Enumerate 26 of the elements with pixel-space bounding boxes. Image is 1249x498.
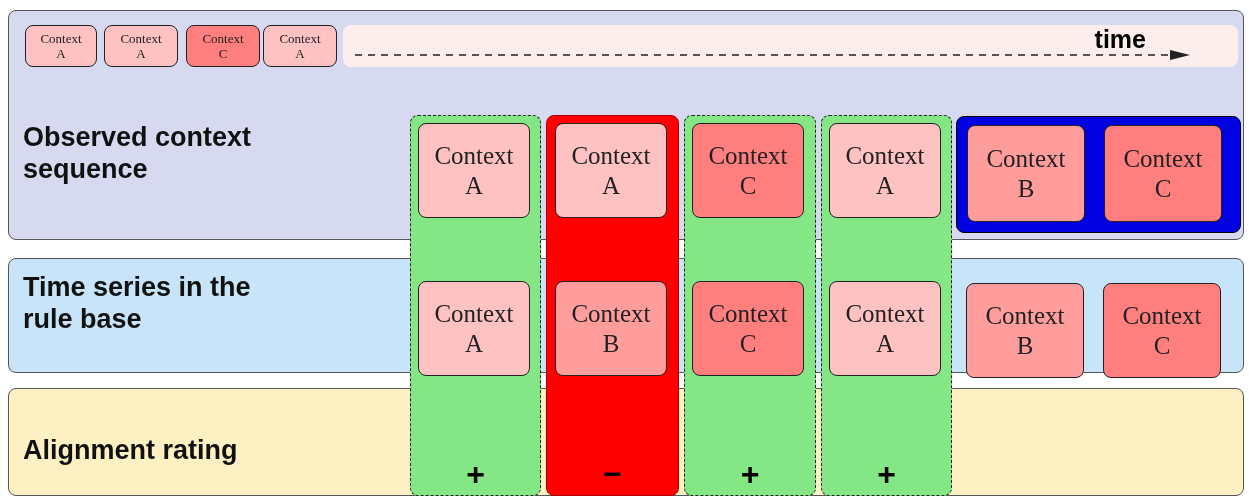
context-box: Context A <box>829 281 941 376</box>
rating-sign: + <box>465 457 486 491</box>
context-box: Context C <box>1104 125 1222 222</box>
rating-sign: + <box>876 457 897 491</box>
context-box: Context B <box>555 281 667 376</box>
context-box: Context B <box>966 283 1084 378</box>
row-title: Alignment rating <box>23 434 239 466</box>
rating-sign: − <box>602 457 623 491</box>
context-box: Context B <box>967 125 1085 222</box>
timeline-strip <box>343 25 1238 67</box>
rating-sign: + <box>739 457 761 491</box>
context-box: Context A <box>555 123 667 218</box>
context-box: Context C <box>692 123 804 218</box>
context-box: Context C <box>1103 283 1221 378</box>
context-box: Context C <box>186 25 260 67</box>
row-title: Observed context sequence <box>23 121 253 185</box>
context-box: Context A <box>418 123 530 218</box>
context-box: Context A <box>25 25 97 67</box>
highlight-frame <box>956 116 1241 233</box>
row-title: Time series in the rule base <box>23 271 252 335</box>
context-box: Context C <box>692 281 804 376</box>
context-box: Context A <box>104 25 178 67</box>
time-label: time <box>1094 25 1146 53</box>
context-box: Context A <box>418 281 530 376</box>
context-box: Context A <box>829 123 941 218</box>
context-box: Context A <box>263 25 337 67</box>
